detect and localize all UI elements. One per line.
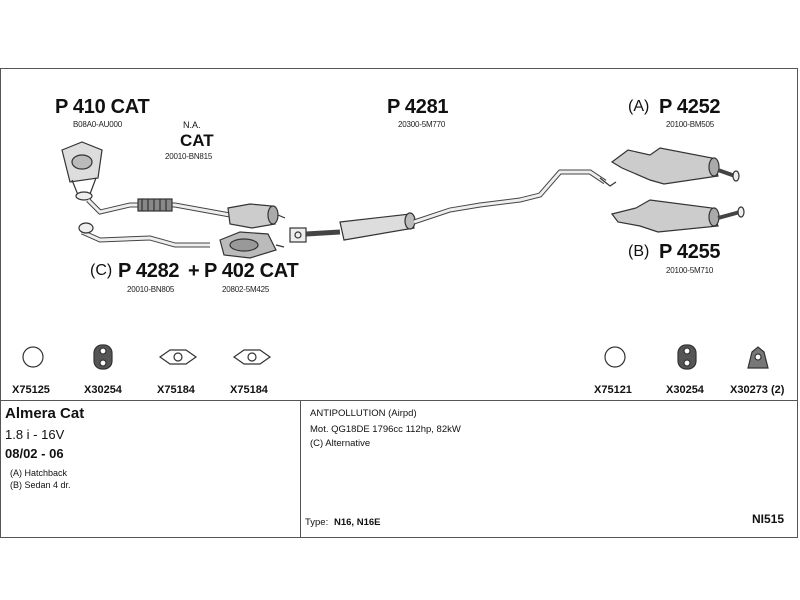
p402-label: P 402 CAT — [204, 260, 299, 282]
mount-icon — [747, 346, 769, 369]
note-line-2: Mot. QG18DE 1796cc 112hp, 82kW — [310, 424, 461, 435]
na-cat-code: 20010-BN815 — [165, 152, 213, 161]
p4255-label: P 4255 — [659, 241, 721, 263]
variant-b: (B) Sedan 4 dr. — [10, 480, 71, 490]
p402-catalyst-drawing — [219, 231, 285, 259]
p4255-prefix: (B) — [628, 243, 650, 260]
na-catalyst-drawing — [227, 203, 286, 229]
centre-silencer-drawing — [305, 169, 617, 241]
gasket-icon — [232, 349, 272, 365]
divider-horizontal — [0, 400, 798, 401]
p410-label: P 410 CAT — [55, 96, 150, 118]
front-pipe-lower-drawing — [78, 222, 210, 248]
na-label: N.A. — [183, 120, 201, 130]
note-line-1: ANTIPOLLUTION (Airpd) — [310, 408, 417, 419]
p410-code: B08A0-AU000 — [73, 120, 122, 129]
fitting-label: X75184 — [157, 384, 195, 396]
rubber-hanger-icon — [93, 344, 113, 370]
note-line-3: (C) Alternative — [310, 438, 371, 449]
variant-a: (A) Hatchback — [10, 468, 68, 478]
ring-icon — [604, 346, 626, 368]
rear-silencer-a-drawing — [610, 147, 740, 185]
ring-icon — [22, 346, 44, 368]
p4281-code: 20300-5M770 — [398, 120, 446, 129]
p4282-label: P 4282 — [118, 260, 180, 282]
p4255-code: 20100-5M710 — [666, 266, 714, 275]
fitting-label: X75184 — [230, 384, 268, 396]
p4282-prefix: (C) — [90, 262, 113, 279]
flange-drawing — [289, 227, 307, 243]
p4282-code: 20010-BN805 — [127, 285, 175, 294]
type-value: N16, N16E — [334, 517, 381, 528]
fitting-label: X30254 — [666, 384, 704, 396]
rear-silencer-b-drawing — [610, 199, 745, 233]
fitting-label: X75125 — [12, 384, 50, 396]
vehicle-model: Almera Cat — [5, 405, 85, 422]
na-cat-label: CAT — [180, 131, 214, 150]
plus-sign: + — [188, 260, 200, 282]
divider-vertical — [300, 400, 301, 538]
p4252-prefix: (A) — [628, 98, 650, 115]
fitting-label: X30273 (2) — [730, 384, 785, 396]
diagram-frame — [0, 68, 798, 538]
rubber-hanger-icon — [677, 344, 697, 370]
fitting-label: X30254 — [84, 384, 122, 396]
p402-code: 20802-5M425 — [222, 285, 270, 294]
p4281-label: P 4281 — [387, 96, 449, 118]
vehicle-engine: 1.8 i - 16V — [5, 427, 65, 442]
vehicle-years: 08/02 - 06 — [5, 446, 64, 461]
manifold-catalyst-drawing — [61, 141, 103, 201]
front-pipe-upper-drawing — [86, 198, 231, 218]
gasket-icon — [158, 349, 198, 365]
fitting-label: X75121 — [594, 384, 632, 396]
reference-code: NI515 — [752, 512, 785, 526]
p4252-label: P 4252 — [659, 96, 721, 118]
p4252-code: 20100-BM505 — [666, 120, 715, 129]
type-label: Type: — [305, 517, 329, 528]
